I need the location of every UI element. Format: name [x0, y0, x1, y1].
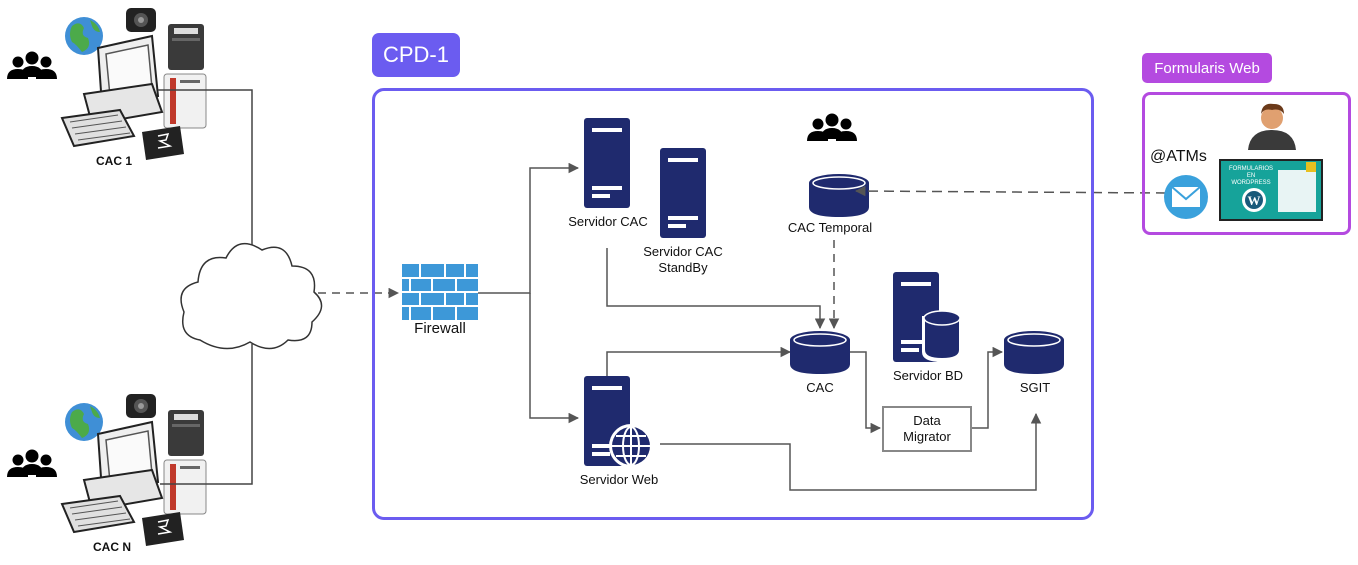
link-servidor-web-sgit — [660, 412, 1042, 491]
mail-icon — [1164, 175, 1208, 219]
user-avatar-icon — [1248, 103, 1296, 150]
link-firewall-servidor-cac — [478, 162, 580, 294]
servidor-web-icon — [584, 376, 653, 468]
link-formularis-cac-temporal — [854, 185, 1167, 197]
servidor-web-label: Servidor Web — [579, 472, 659, 487]
standby-line2: StandBy — [658, 260, 708, 275]
servidor-bd-label: Servidor BD — [892, 368, 964, 383]
data-migrator-box: Data Migrator — [882, 406, 972, 452]
formularis-container — [1142, 92, 1351, 235]
sgit-label: SGIT — [1019, 380, 1051, 395]
users-icon — [7, 449, 57, 477]
link-cac-data-migrator — [850, 351, 882, 434]
cac-temporal-label: CAC Temporal — [787, 220, 873, 235]
servidor-bd-icon — [893, 272, 962, 362]
svg-text:W: W — [1248, 193, 1261, 208]
data-migrator-line2: Migrator — [903, 429, 951, 444]
cacn-label: CAC N — [93, 540, 131, 554]
link-cac1-cloud — [158, 89, 253, 258]
link-servidor-cac-cac — [606, 248, 826, 330]
cpd-tag: CPD-1 — [372, 33, 460, 77]
cac1-label: CAC 1 — [95, 154, 132, 168]
standby-line1: Servidor CAC — [643, 244, 723, 259]
link-servidor-web-cac — [606, 346, 792, 376]
cac-label: CAC — [806, 380, 834, 395]
link-data-migrator-sgit — [972, 346, 1004, 429]
formularis-tag: Formularis Web — [1142, 53, 1272, 83]
wordpress-thumb-text: FORMULARIOS EN WORDPRESS — [1228, 166, 1273, 186]
data-migrator-line1: Data — [913, 413, 941, 428]
link-firewall-servidor-web — [529, 293, 580, 424]
cpd-container — [372, 88, 1094, 520]
workstation-cac1 — [61, 7, 207, 161]
workstation-cacn — [61, 393, 207, 547]
firewall-icon — [402, 264, 478, 320]
users-icon — [7, 51, 57, 79]
servidor-cac-label: Servidor CAC — [568, 214, 648, 229]
cloud-icon — [180, 242, 323, 350]
atms-label: @ATMs — [1150, 148, 1207, 165]
wordpress-thumbnail: W — [1219, 159, 1323, 221]
link-cacn-cloud — [160, 344, 253, 485]
servidor-cac-standby-label: Servidor CAC StandBy — [634, 244, 732, 276]
firewall-label: Firewall — [414, 320, 466, 337]
